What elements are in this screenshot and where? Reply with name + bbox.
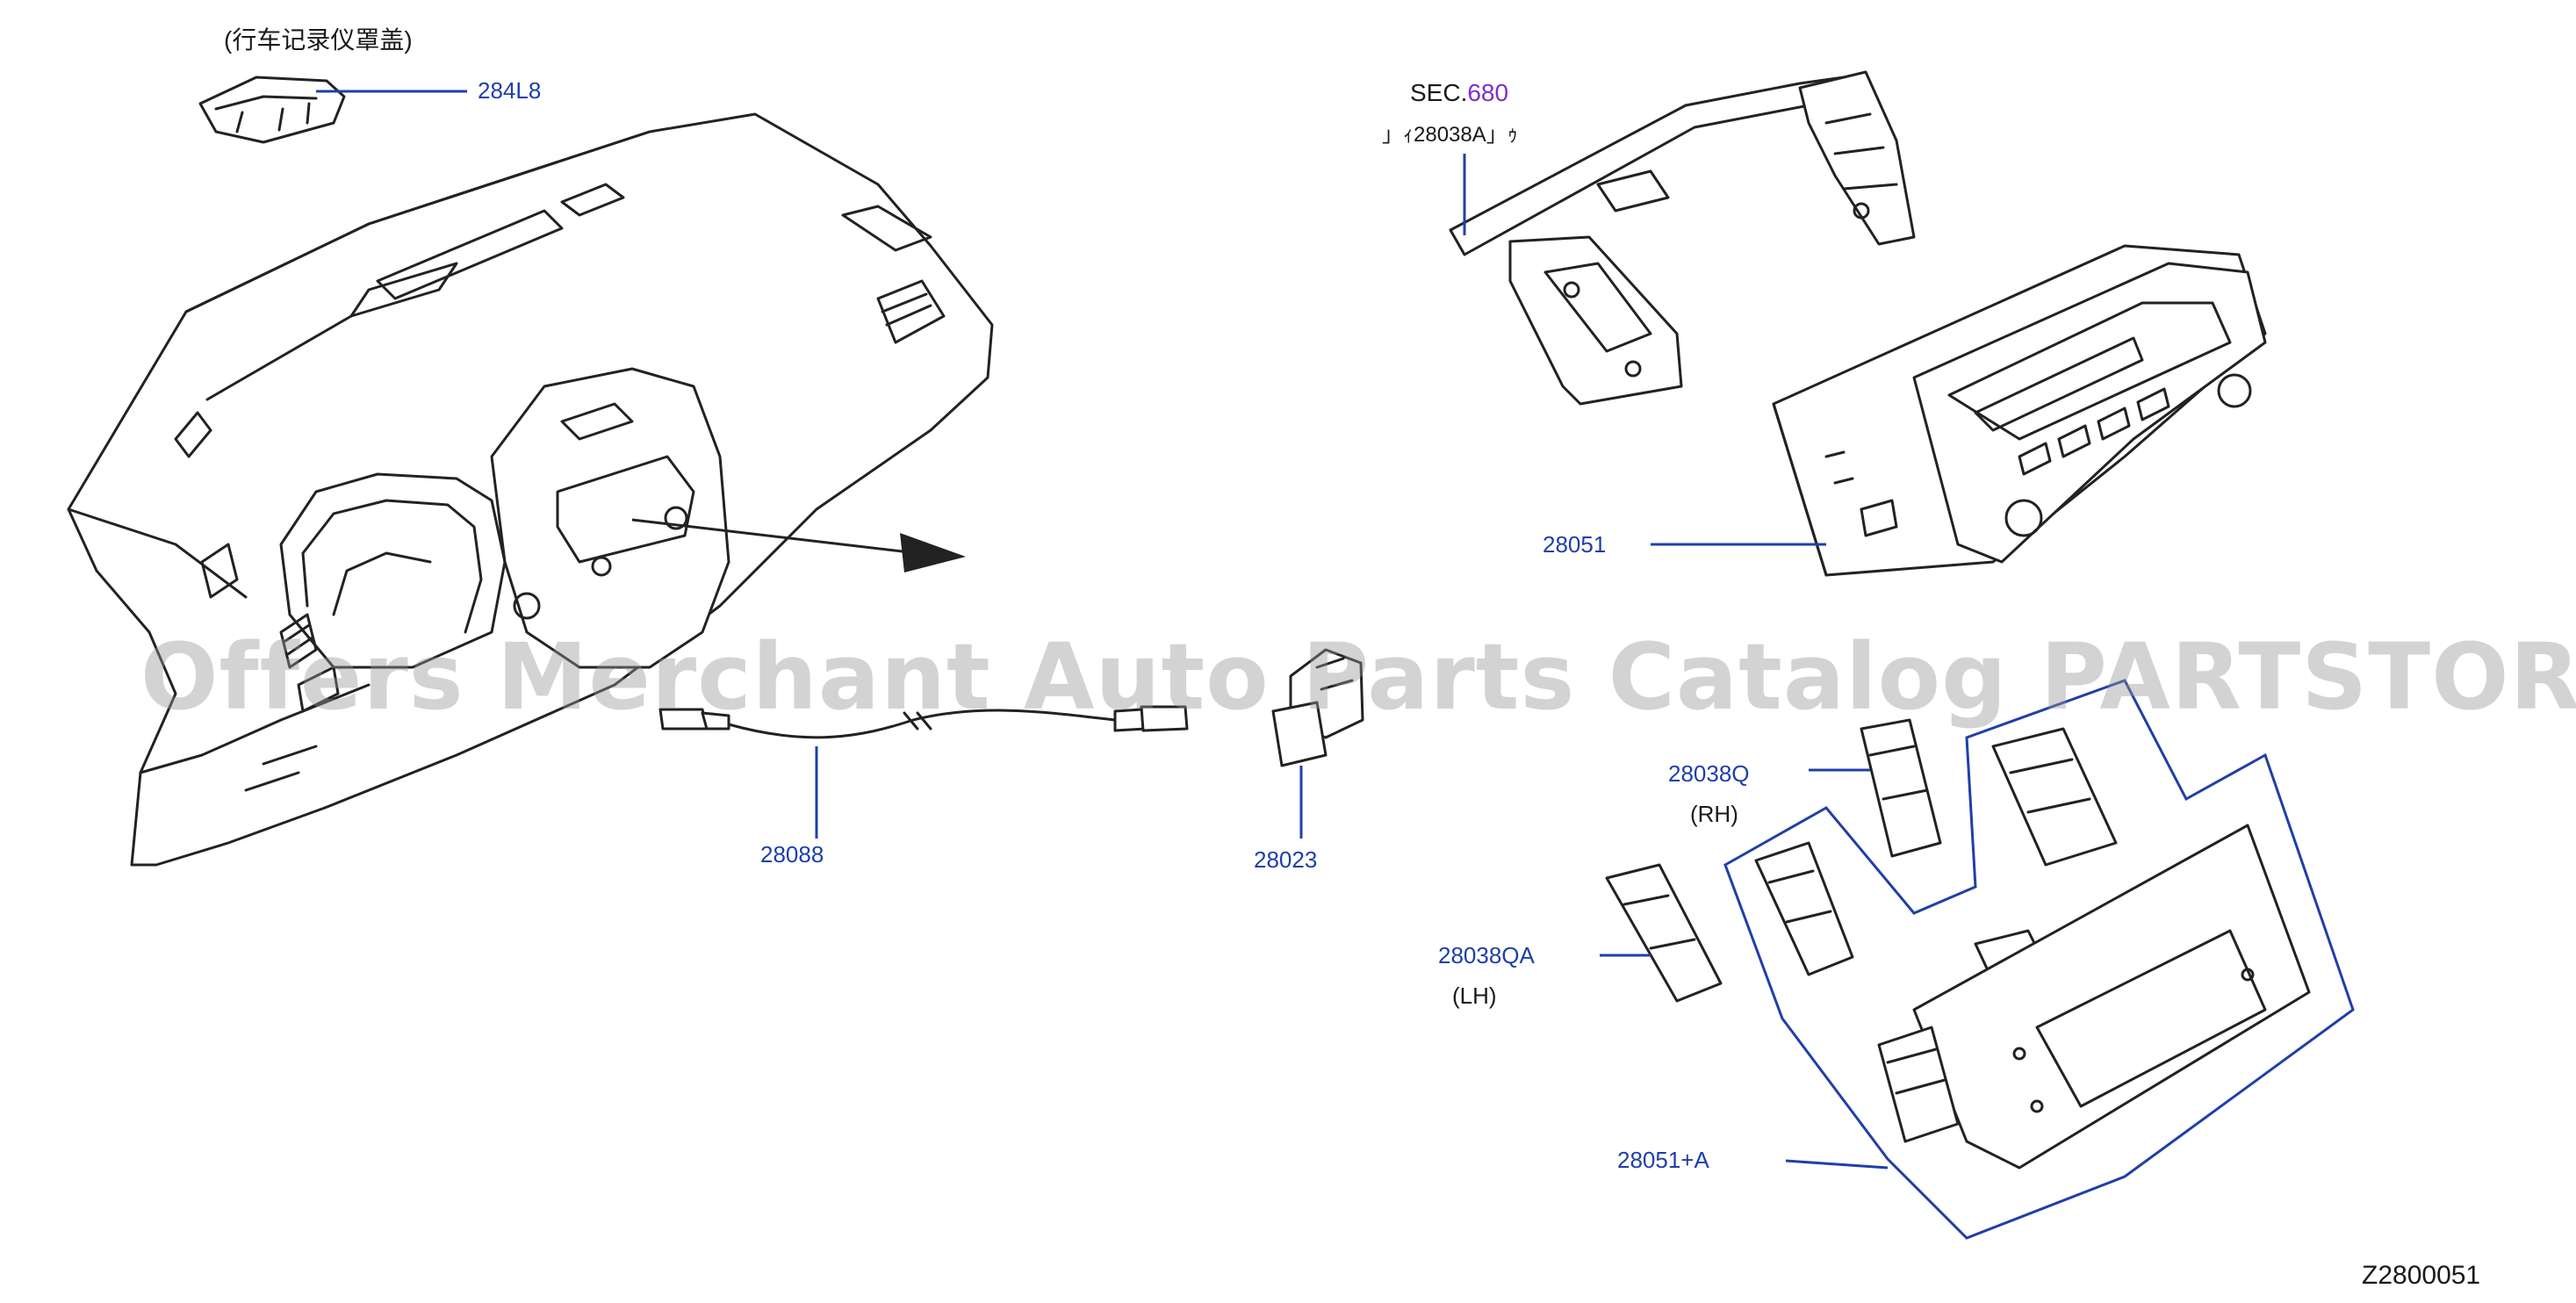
part-label-28088[interactable]: 28088 [760, 841, 824, 867]
section-number-link[interactable]: 680 [1467, 79, 1509, 106]
bracket-lh-drawing [1605, 863, 1723, 1003]
side-label-lh: (LH) [1452, 983, 1497, 1009]
direction-arrow [631, 518, 966, 572]
bracket-rh-drawing [1860, 718, 1942, 858]
callout-lines [316, 90, 1889, 1170]
part-label-28038Q[interactable]: 28038Q [1668, 760, 1750, 787]
kit-components-drawing [1754, 727, 2311, 1170]
section-sub-reference: 」ｨ28038A」ｩ [1382, 123, 1518, 147]
dashcam-cover-note: (行车记录仪罩盖) [224, 26, 413, 54]
part-label-284L8[interactable]: 284L8 [478, 77, 542, 104]
dashboard-drawing [67, 112, 994, 867]
control-unit-drawing [1772, 244, 2267, 577]
part-label-28051A[interactable]: 28051+A [1617, 1147, 1709, 1173]
module-28023-drawing [1271, 648, 1364, 767]
part-label-28023[interactable]: 28023 [1254, 846, 1318, 873]
mounting-bracket-drawing [1449, 70, 1916, 406]
harness-drawing [658, 705, 1189, 739]
section-reference: SEC.680 [1410, 81, 1508, 105]
part-label-28051[interactable]: 28051 [1543, 531, 1607, 558]
side-label-rh: (RH) [1690, 801, 1738, 827]
part-label-28038QA[interactable]: 28038QA [1438, 942, 1535, 968]
kit-outline [1723, 679, 2355, 1240]
section-prefix: SEC. [1410, 79, 1468, 106]
diagram-code: Z2800051 [2362, 1261, 2481, 1290]
dashcam-cover-drawing [198, 76, 346, 144]
watermark: Offers Merchant Auto Parts Catalog PARTS… [140, 623, 2576, 731]
